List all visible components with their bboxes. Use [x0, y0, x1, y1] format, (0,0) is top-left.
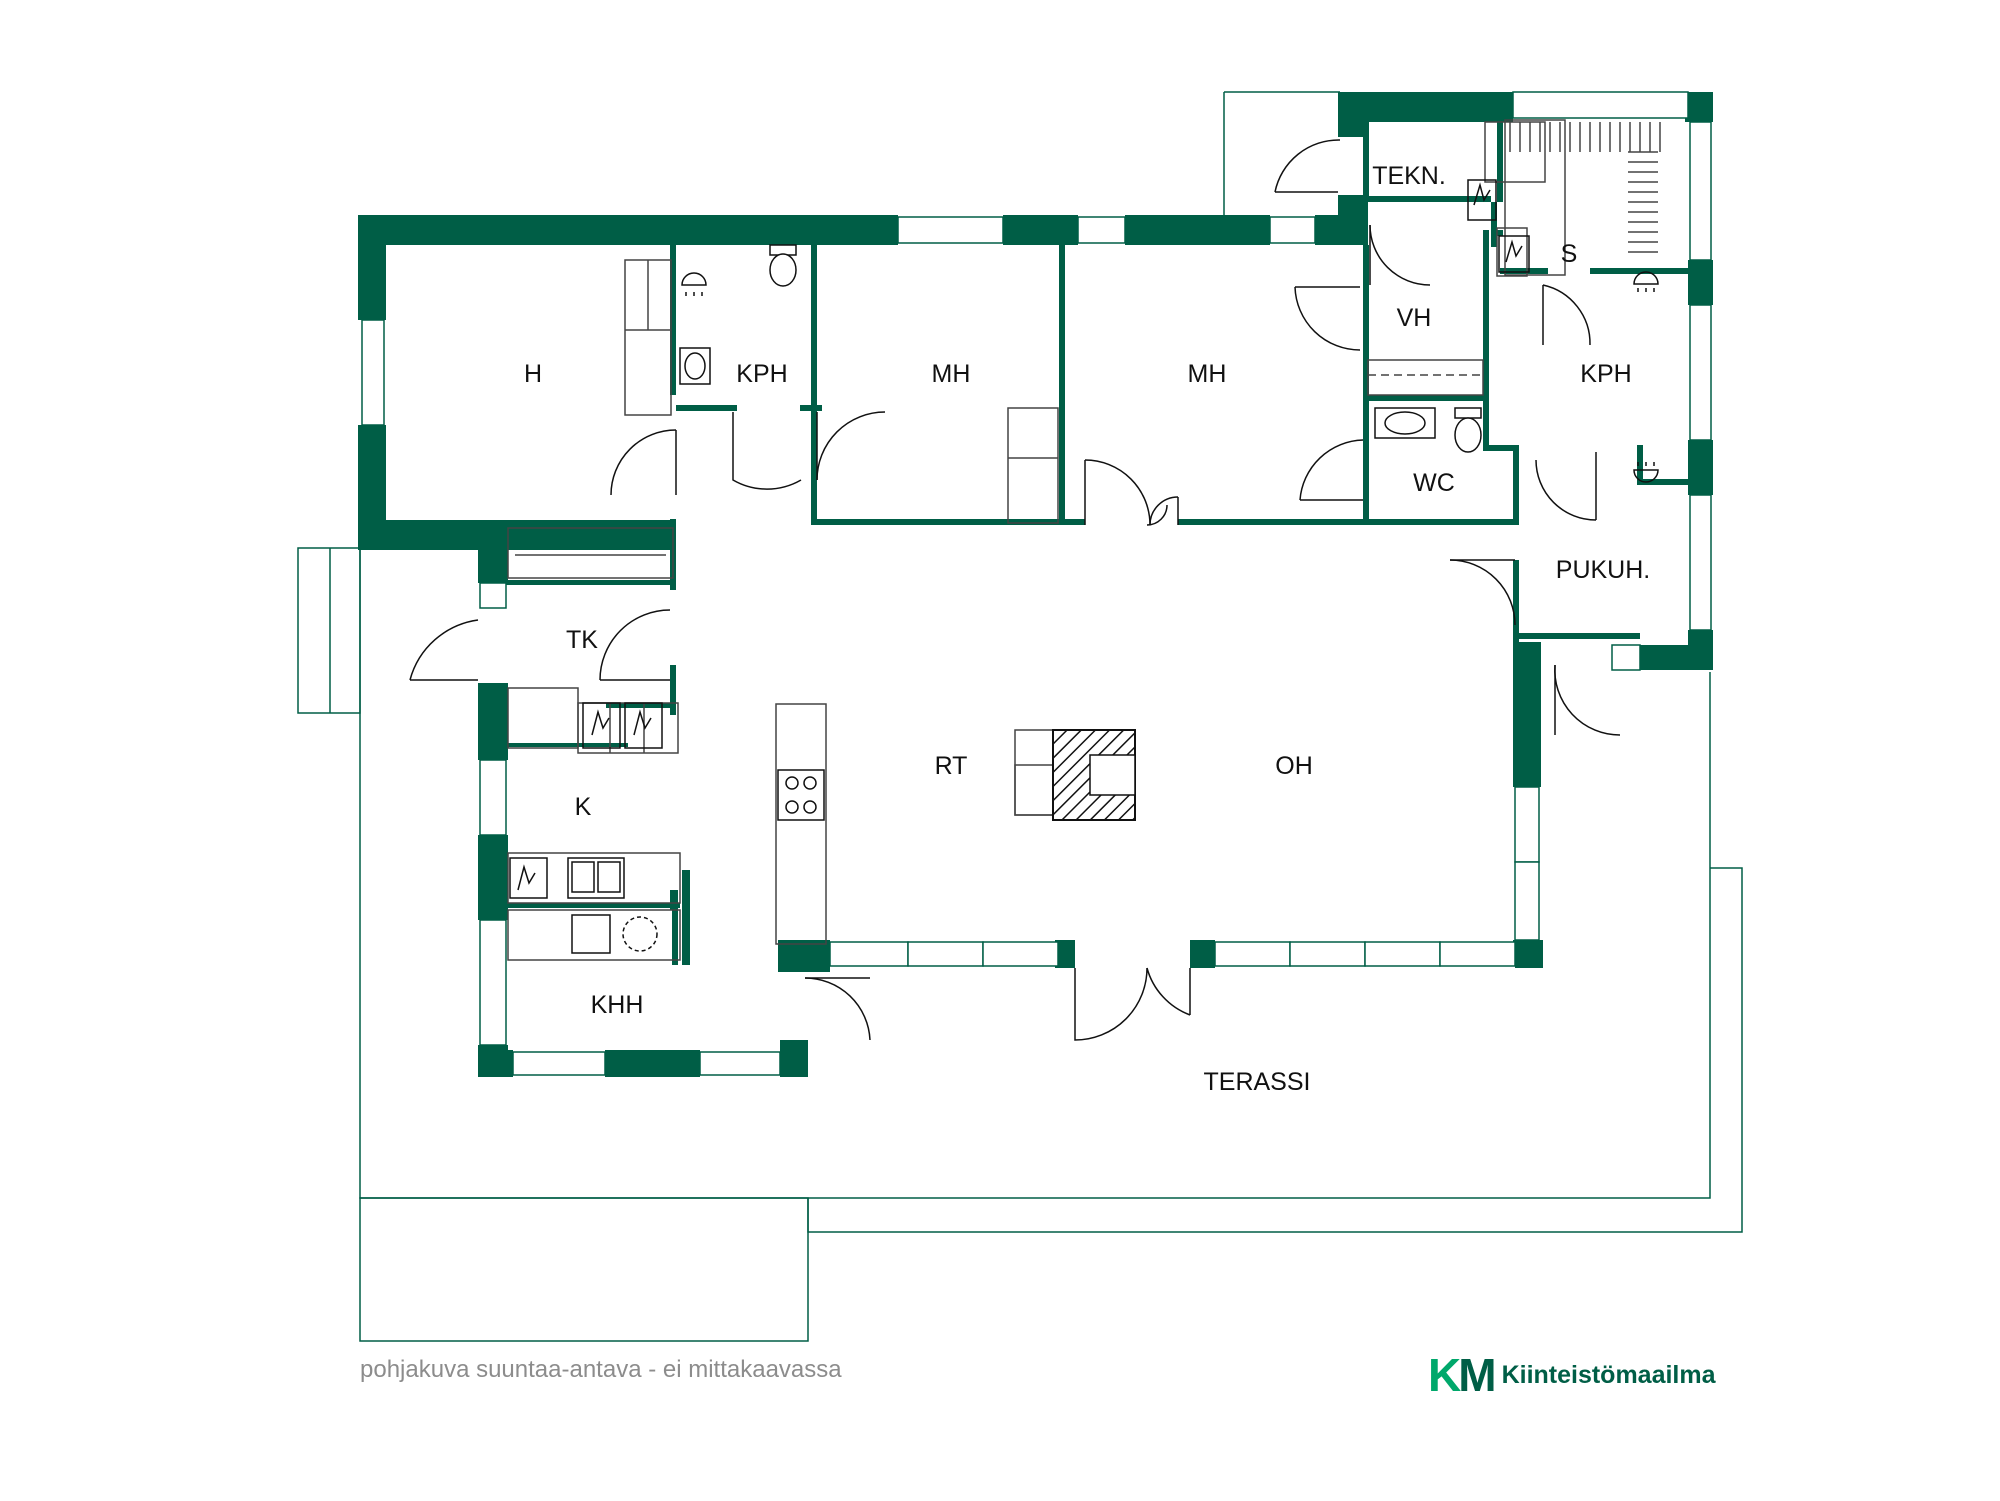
room-labels: H KPH MH MH TEKN. S VH KPH WC PUKUH. TK … — [524, 162, 1650, 1096]
brand-mark-k: K — [1428, 1349, 1461, 1401]
shower-icon — [681, 272, 707, 296]
room-label-tekn: TEKN. — [1372, 162, 1446, 190]
fireplace-opening — [1089, 754, 1136, 796]
room-label-vh: VH — [1397, 304, 1432, 332]
brand-mark-m: M — [1458, 1349, 1496, 1401]
electric-panel-icon — [509, 179, 1530, 899]
brand-name: Kiinteistömaailma — [1501, 1360, 1716, 1389]
sink-icon — [1374, 407, 1436, 439]
fixtures — [507, 119, 1566, 961]
room-label-s: S — [1561, 240, 1578, 268]
room-label-tk: TK — [566, 626, 598, 654]
brand-logo: KM Kiinteistömaailma — [1428, 1352, 1716, 1398]
disclaimer-note: pohjakuva suuntaa-antava - ei mittakaava… — [360, 1356, 842, 1383]
shower-icon — [1633, 462, 1659, 483]
toilet-icon — [769, 244, 797, 287]
windows — [361, 91, 1712, 1076]
room-label-kph-left: KPH — [736, 360, 787, 388]
room-label-k: K — [575, 793, 592, 821]
shower-icon — [1633, 271, 1659, 292]
sauna-bench — [1509, 122, 1661, 253]
room-label-oh: OH — [1275, 752, 1313, 780]
room-label-pukuh: PUKUH. — [1556, 556, 1650, 584]
room-label-h: H — [524, 360, 542, 388]
sink-icon — [679, 347, 711, 385]
stove-icon — [777, 769, 825, 821]
room-label-rt: RT — [935, 752, 968, 780]
exterior-walls — [358, 92, 1713, 1077]
room-label-wc: WC — [1413, 469, 1455, 497]
kitchen-sink-icon — [567, 857, 625, 899]
room-label-khh: KHH — [591, 991, 644, 1019]
interior-walls — [478, 122, 1688, 965]
brand-mark: KM — [1428, 1349, 1497, 1401]
toilet-icon — [1454, 407, 1482, 453]
terrace-outline — [297, 91, 1743, 1342]
room-label-mh-2: MH — [1188, 360, 1227, 388]
room-label-mh-1: MH — [932, 360, 971, 388]
doors — [409, 139, 1621, 1041]
room-label-terassi: TERASSI — [1204, 1068, 1311, 1096]
laundry-sink-icon — [571, 914, 658, 954]
room-label-kph-right: KPH — [1580, 360, 1631, 388]
